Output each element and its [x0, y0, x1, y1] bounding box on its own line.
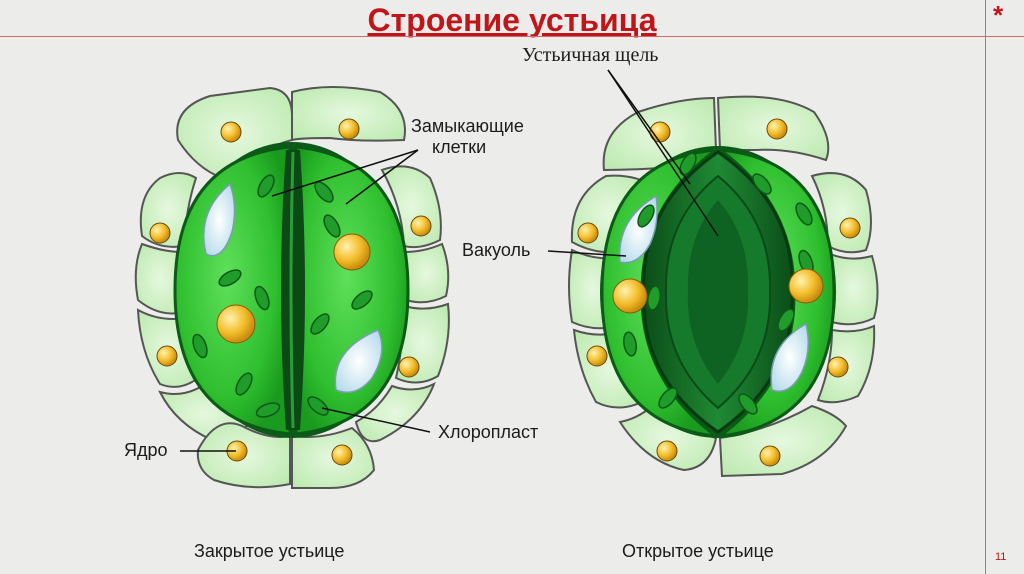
vacuole-label: Вакуоль — [462, 240, 530, 261]
caption-open: Открытое устьице — [622, 541, 774, 562]
open-stoma — [569, 97, 878, 476]
slit-label: Устьичная щель — [522, 44, 658, 67]
nucleus-label: Ядро — [124, 440, 168, 461]
guard-cells-closed — [175, 142, 409, 438]
chloroplast-label: Хлоропласт — [438, 422, 538, 443]
guard-cells-label-line1: Замыкающие — [411, 116, 524, 137]
caption-closed: Закрытое устьице — [194, 541, 344, 562]
closed-stoma — [136, 87, 449, 488]
guard-cells-label-line2: клетки — [432, 137, 486, 158]
